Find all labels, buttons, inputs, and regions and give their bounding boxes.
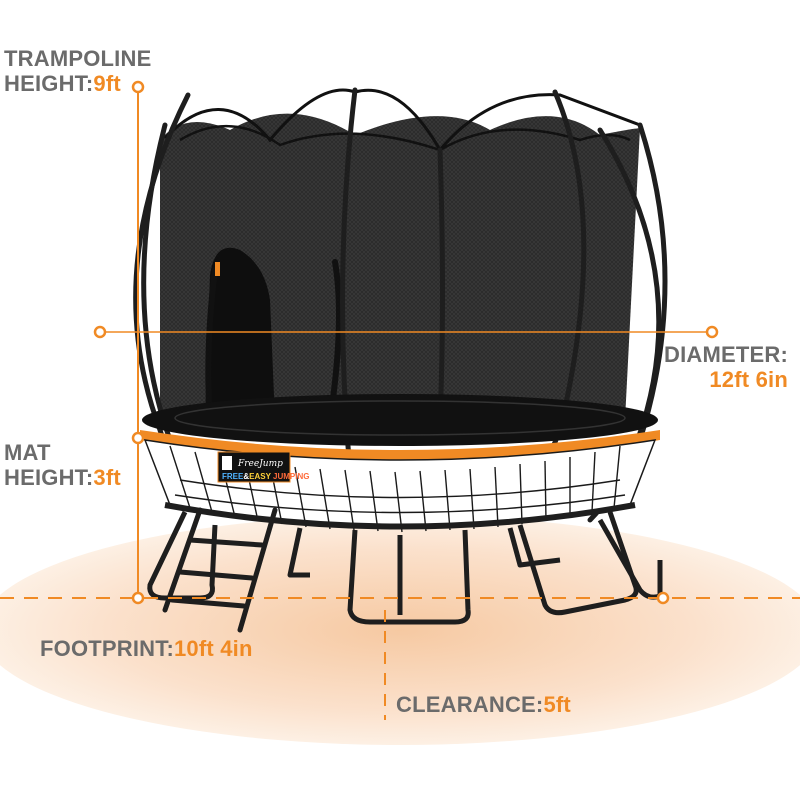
diameter-prefix: DIAMETER: bbox=[663, 342, 788, 367]
footprint-left-marker bbox=[131, 591, 145, 605]
jumping-mat bbox=[142, 394, 658, 446]
footprint-prefix: FOOTPRINT: bbox=[40, 636, 174, 661]
clearance-value: 5ft bbox=[543, 692, 571, 717]
trampoline-height-line: HEIGHT:9ft bbox=[4, 71, 151, 96]
mat-height-prefix: HEIGHT: bbox=[4, 465, 94, 491]
trampoline-height-value: 9ft bbox=[93, 71, 121, 97]
slogan-jumping: JUMPING bbox=[271, 472, 310, 481]
trampoline-legs bbox=[147, 510, 663, 625]
slogan-amp: & bbox=[243, 472, 249, 481]
mat-height-title: MAT bbox=[4, 440, 51, 465]
enclosure-net bbox=[160, 88, 641, 423]
slogan-free: FREE bbox=[222, 472, 244, 481]
mat-height-value: 3ft bbox=[93, 465, 121, 491]
brand-name: FreeJump bbox=[237, 459, 283, 469]
trampoline-height-label: TRAMPOLINE HEIGHT:9ft bbox=[4, 46, 151, 97]
slogan-easy: EASY bbox=[249, 472, 271, 481]
clearance-label: CLEARANCE:5ft bbox=[396, 692, 571, 717]
footprint-value: 10ft 4in bbox=[174, 636, 253, 661]
diameter-left-marker bbox=[93, 325, 107, 339]
diameter-value: 12ft 6in bbox=[709, 367, 788, 393]
mat-height-marker bbox=[131, 431, 145, 445]
brand-plate: FreeJump FREE&EASY JUMPING bbox=[217, 451, 309, 483]
mat-height-label: MAT HEIGHT:3ft bbox=[4, 440, 121, 491]
footprint-label: FOOTPRINT:10ft 4in bbox=[40, 636, 253, 661]
guide-markers bbox=[93, 80, 719, 605]
ladder bbox=[162, 507, 278, 633]
footprint-right-marker bbox=[656, 591, 670, 605]
mat-height-line: HEIGHT:3ft bbox=[4, 465, 121, 490]
height-top-marker bbox=[131, 80, 145, 94]
brand-slogan: FREE&EASY JUMPING bbox=[222, 472, 309, 481]
diameter-label: DIAMETER: 12ft 6in bbox=[664, 342, 788, 393]
clearance-prefix: CLEARANCE: bbox=[396, 692, 544, 717]
trampoline-height-prefix: HEIGHT: bbox=[4, 71, 94, 97]
diameter-right-marker bbox=[705, 325, 719, 339]
trampoline-height-title: TRAMPOLINE bbox=[4, 46, 152, 71]
